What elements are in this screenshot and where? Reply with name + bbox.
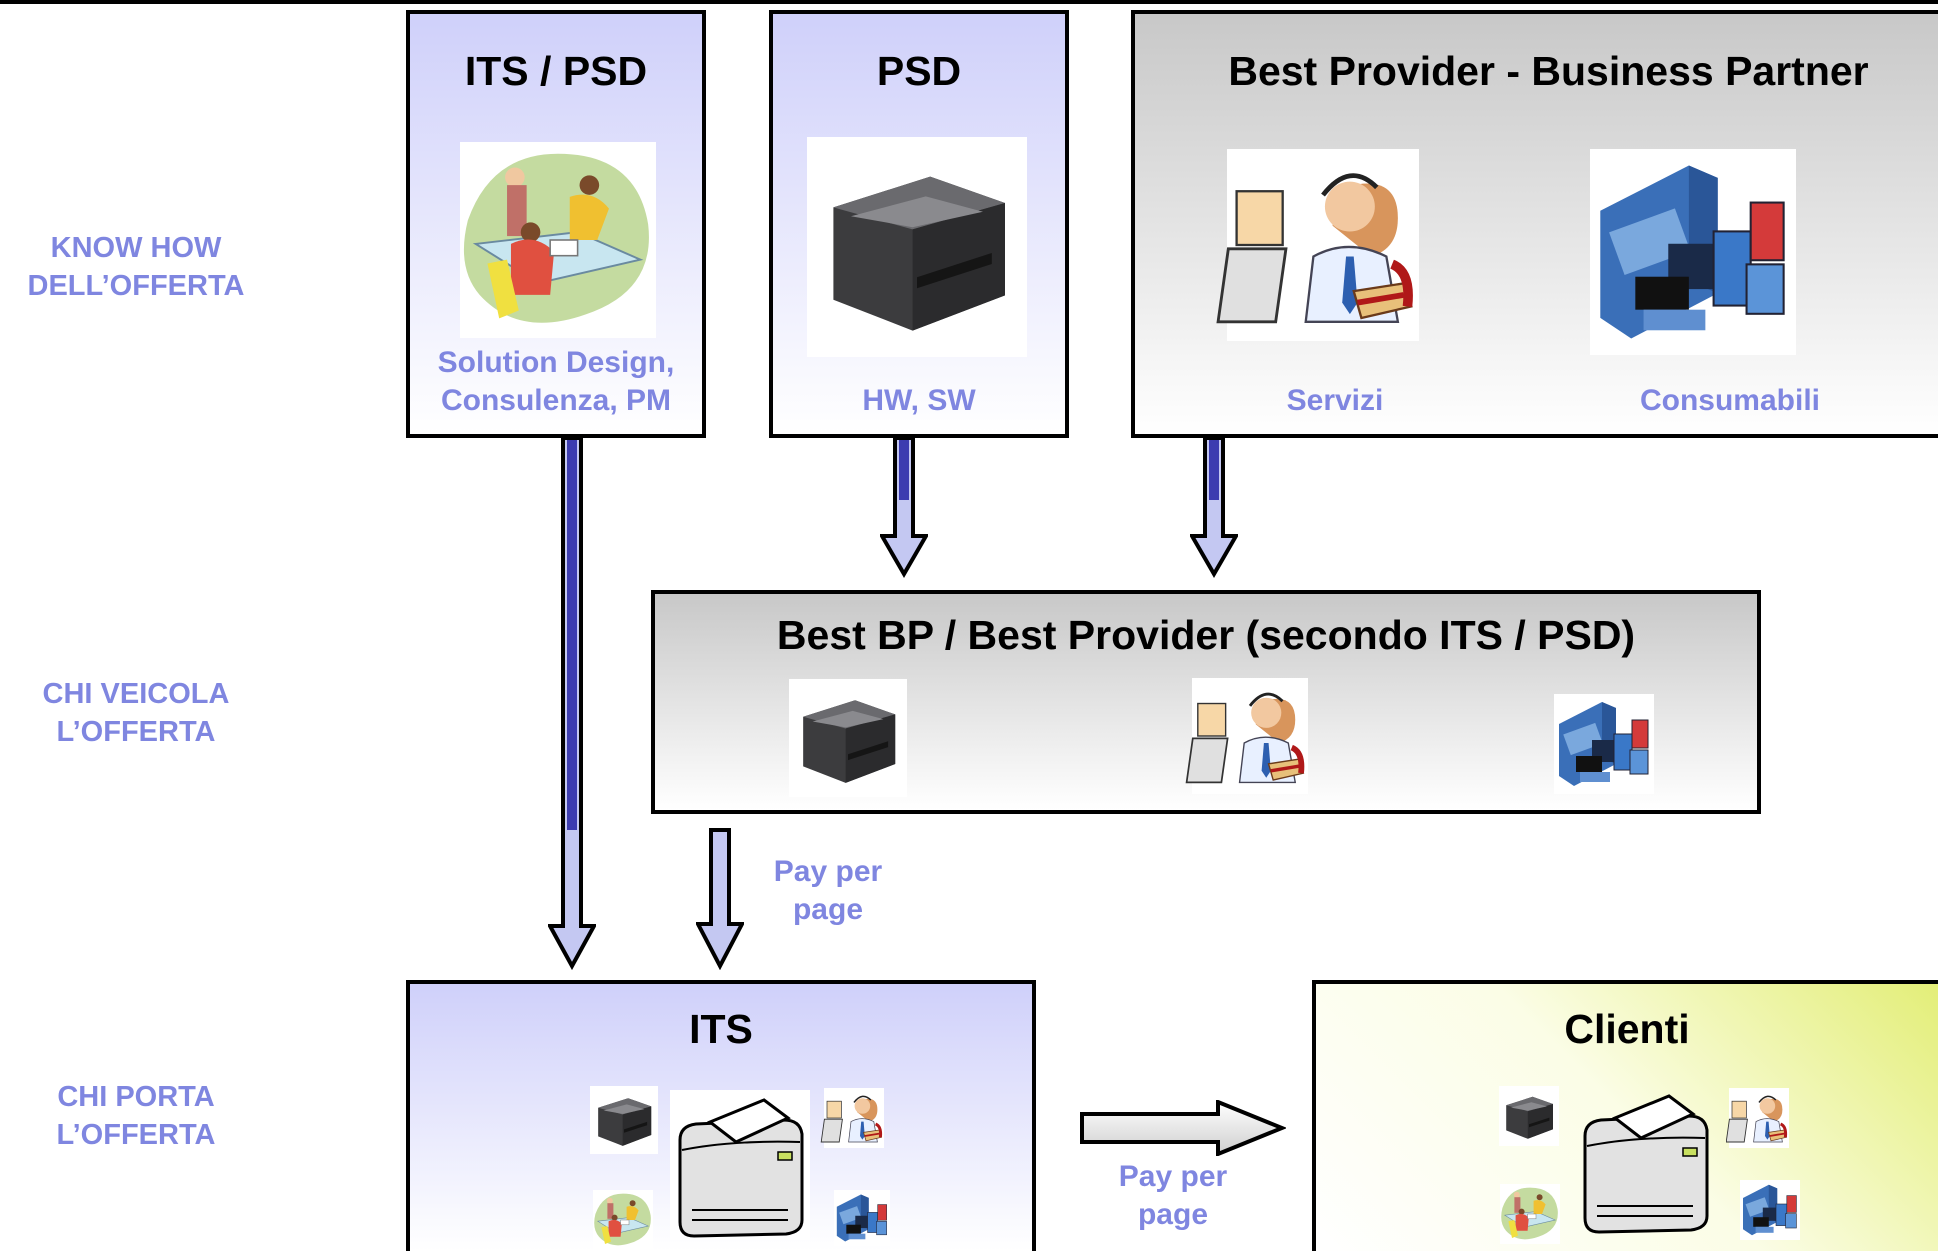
box-psd-caption: HW, SW: [862, 384, 976, 417]
box-its-psd-caption: Solution Design, Consulenza, PM: [410, 344, 702, 420]
row-label-know-how-line1: KNOW HOW: [50, 232, 222, 264]
arrow-label-pay-per-page-1: Pay per page: [758, 853, 898, 929]
row-label-chi-veicola-line1: CHI VEICOLA: [42, 678, 230, 710]
row-label-chi-porta-line2: L’OFFERTA: [56, 1119, 216, 1151]
box-best-provider-caption-consumabili: Consumabili: [1639, 384, 1820, 417]
arrow-label-pay-per-page-2-line1: Pay per: [1118, 1160, 1228, 1193]
meeting-icon: [588, 1190, 658, 1250]
box-clienti: Clienti: [1312, 980, 1938, 1251]
printer-icon: [807, 134, 1027, 360]
box-best-provider-title: Best Provider - Business Partner: [1228, 48, 1869, 94]
consumables-icon: [1529, 694, 1679, 794]
call-center-icon: [1215, 149, 1431, 341]
box-best-provider: Best Provider - Business Partner Servizi…: [1131, 10, 1938, 438]
arrow-label-pay-per-page-1-line2: page: [792, 893, 864, 926]
arrow-down-icon: [548, 436, 596, 970]
box-best-bp-title: Best BP / Best Provider (secondo ITS / P…: [776, 612, 1636, 658]
consumables-icon: [822, 1190, 902, 1246]
arrow-down-icon: [880, 436, 928, 578]
arrow-label-pay-per-page-1-line1: Pay per: [773, 855, 883, 888]
box-its-title: ITS: [689, 1006, 753, 1052]
row-label-chi-veicola-line2: L’OFFERTA: [56, 716, 216, 748]
top-rule: [0, 0, 1938, 4]
printer-icon: [590, 1086, 658, 1154]
arrow-label-pay-per-page-2: Pay per page: [1103, 1158, 1243, 1234]
consumables-icon: [1545, 149, 1841, 355]
box-its-psd-caption-line2: Consulenza, PM: [440, 384, 672, 417]
box-its-psd: ITS / PSD Solution Design, Consulenza, P…: [406, 10, 706, 438]
box-best-bp: Best BP / Best Provider (secondo ITS / P…: [651, 590, 1761, 814]
printer-icon: [789, 679, 907, 797]
big-printer-icon: [1583, 1094, 1709, 1234]
box-psd: PSD HW, SW: [769, 10, 1069, 438]
call-center-icon: [1183, 678, 1317, 794]
row-label-chi-veicola: CHI VEICOLA L’OFFERTA: [0, 675, 272, 751]
arrow-down-icon: [696, 828, 744, 970]
row-label-chi-porta-line1: CHI PORTA: [57, 1081, 215, 1113]
arrow-right-icon: [1080, 1100, 1286, 1156]
consumables-icon: [1728, 1180, 1812, 1240]
box-clienti-title: Clienti: [1564, 1006, 1690, 1052]
arrow-down-icon: [1190, 436, 1238, 578]
meeting-icon: [442, 142, 674, 338]
row-label-know-how: KNOW HOW DELL’OFFERTA: [0, 229, 272, 305]
meeting-icon: [1496, 1184, 1564, 1244]
row-label-chi-porta: CHI PORTA L’OFFERTA: [0, 1078, 272, 1154]
box-its: ITS: [406, 980, 1036, 1251]
printer-icon: [1496, 1086, 1562, 1146]
box-psd-title: PSD: [876, 48, 962, 94]
big-printer-icon: [670, 1090, 810, 1240]
row-label-know-how-line2: DELL’OFFERTA: [27, 270, 245, 302]
call-center-icon: [1726, 1088, 1792, 1148]
arrow-label-pay-per-page-2-line2: page: [1137, 1198, 1209, 1231]
call-center-icon: [820, 1088, 888, 1148]
box-best-provider-caption-servizi: Servizi: [1286, 384, 1384, 417]
box-its-psd-caption-line1: Solution Design,: [437, 346, 675, 379]
box-its-psd-title: ITS / PSD: [464, 48, 648, 94]
